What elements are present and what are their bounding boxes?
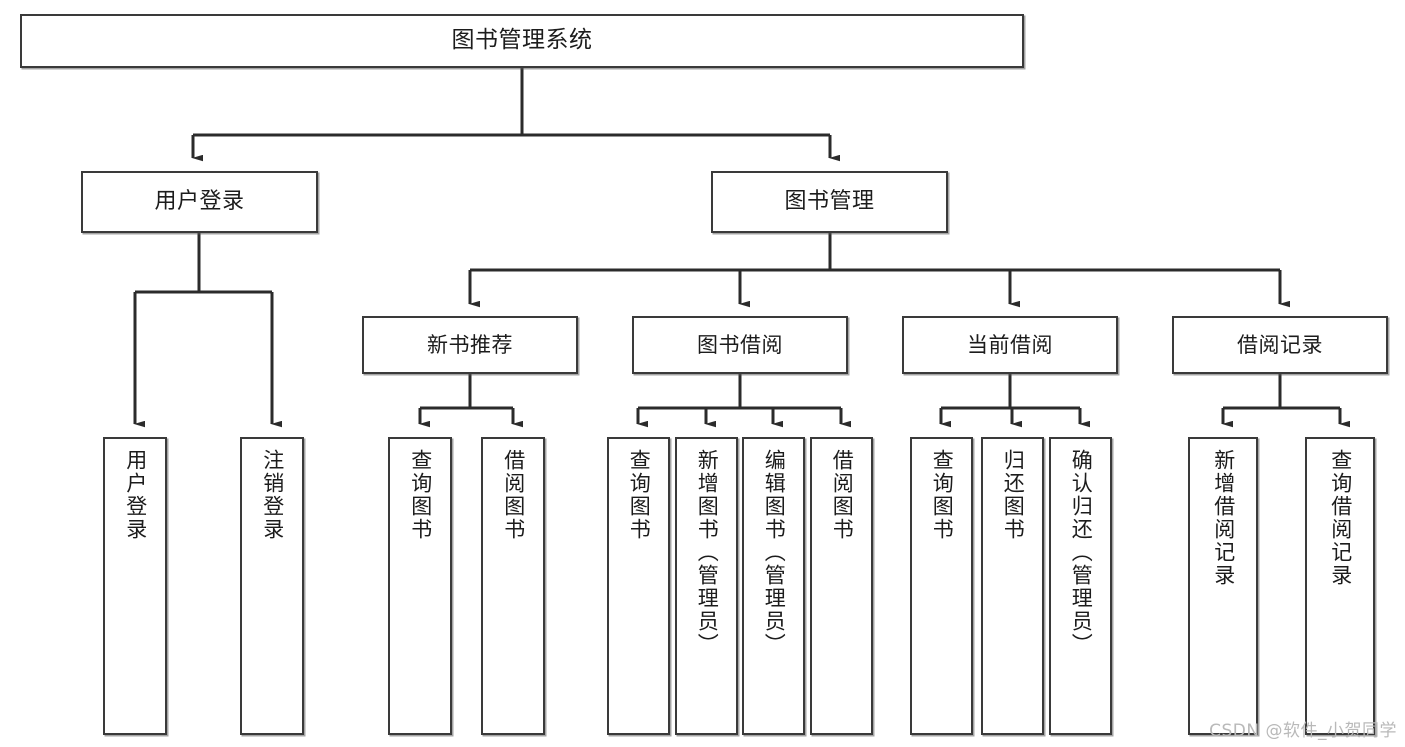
node-leaf-borrow-books-recommend[interactable]: 借阅图书 — [481, 437, 545, 735]
node-user-login[interactable]: 用户登录 — [81, 171, 318, 233]
node-leaf-query-books-recommend[interactable]: 查询图书 — [388, 437, 452, 735]
node-new-book-recommend[interactable]: 新书推荐 — [362, 316, 578, 374]
node-label: 借阅图书 — [501, 449, 526, 541]
watermark-text: CSDN @软件_小贺同学 — [1209, 721, 1397, 741]
node-label: 图书管理 — [784, 189, 875, 215]
node-leaf-add-book-admin[interactable]: 新增图书（管理员） — [675, 437, 738, 735]
node-label: 注销登录 — [260, 449, 285, 541]
node-label: 归还图书 — [1001, 449, 1026, 541]
node-leaf-query-books-borrow[interactable]: 查询图书 — [607, 437, 670, 735]
node-leaf-query-books-current[interactable]: 查询图书 — [910, 437, 973, 735]
node-root-book-management-system[interactable]: 图书管理系统 — [20, 14, 1024, 68]
node-label: 查询借阅记录 — [1328, 449, 1353, 587]
node-book-management[interactable]: 图书管理 — [711, 171, 948, 233]
node-label: 编辑图书（管理员） — [762, 449, 787, 656]
node-leaf-return-books[interactable]: 归还图书 — [981, 437, 1044, 735]
node-label: 新增图书（管理员） — [695, 449, 720, 656]
node-borrow-records[interactable]: 借阅记录 — [1172, 316, 1388, 374]
node-label: 查询图书 — [408, 449, 433, 541]
node-label: 查询图书 — [930, 449, 955, 541]
node-current-borrow[interactable]: 当前借阅 — [902, 316, 1118, 374]
node-label: 图书借阅 — [697, 332, 783, 357]
node-leaf-user-login[interactable]: 用户登录 — [103, 437, 167, 735]
node-label: 用户登录 — [154, 189, 245, 215]
node-label: 用户登录 — [123, 449, 148, 541]
node-leaf-confirm-return-admin[interactable]: 确认归还（管理员） — [1049, 437, 1112, 735]
node-leaf-add-borrow-record[interactable]: 新增借阅记录 — [1188, 437, 1258, 735]
node-label: 借阅图书 — [830, 449, 855, 541]
node-label: 新增借阅记录 — [1211, 449, 1236, 587]
node-leaf-edit-book-admin[interactable]: 编辑图书（管理员） — [742, 437, 805, 735]
node-label: 新书推荐 — [427, 332, 513, 357]
node-book-borrow[interactable]: 图书借阅 — [632, 316, 848, 374]
node-label: 确认归还（管理员） — [1069, 449, 1094, 656]
node-label: 当前借阅 — [967, 332, 1053, 357]
node-leaf-query-borrow-record[interactable]: 查询借阅记录 — [1305, 437, 1375, 735]
node-label: 查询图书 — [627, 449, 652, 541]
node-leaf-logout[interactable]: 注销登录 — [240, 437, 304, 735]
node-leaf-borrow-books[interactable]: 借阅图书 — [810, 437, 873, 735]
node-label: 借阅记录 — [1237, 332, 1323, 357]
node-label: 图书管理系统 — [451, 27, 593, 54]
